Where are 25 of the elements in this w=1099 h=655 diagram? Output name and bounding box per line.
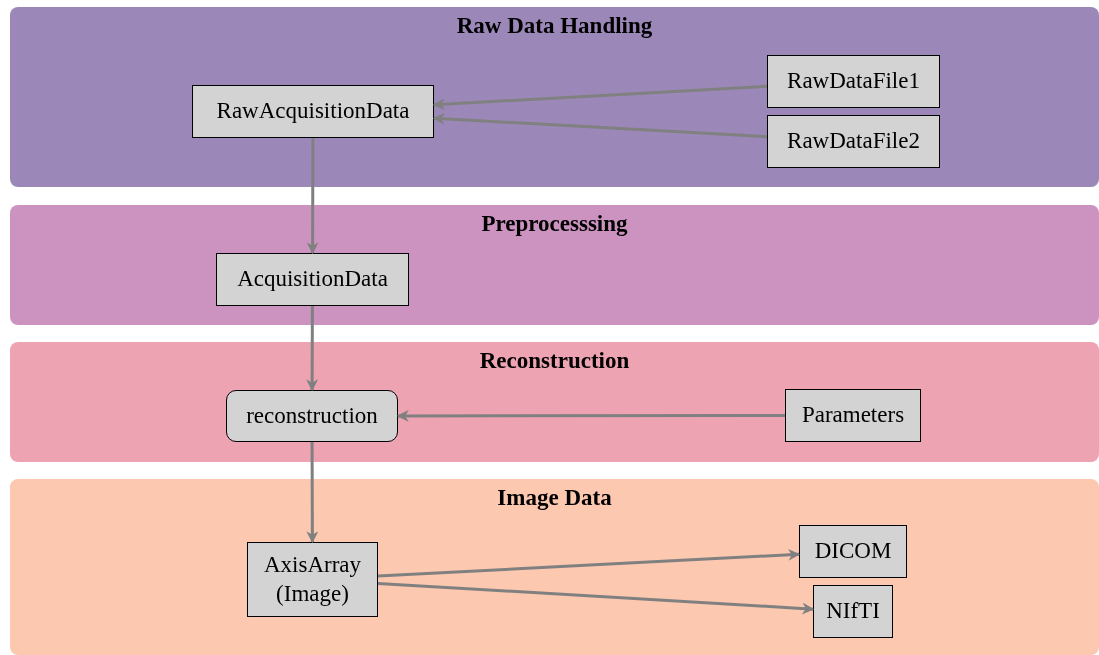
stage-title: Preprocesssing — [480, 211, 629, 237]
data-box: NIfTI — [813, 585, 893, 638]
data-box: DICOM — [799, 525, 907, 578]
arrow — [306, 442, 319, 544]
data-box: AcquisitionData — [216, 253, 409, 306]
stage-band — [10, 7, 1099, 187]
data-box: AxisArray (Image) — [247, 542, 378, 617]
arrow — [432, 112, 768, 139]
arrow — [377, 581, 815, 615]
data-box: RawDataFile1 — [767, 55, 940, 108]
stage-title: Reconstruction — [478, 348, 631, 374]
stage-band — [10, 479, 1099, 655]
stage-title: Image Data — [496, 485, 613, 511]
stage-band — [10, 205, 1099, 325]
data-box: RawDataFile2 — [767, 115, 940, 168]
arrow — [432, 84, 768, 111]
arrow — [396, 409, 785, 422]
arrow — [306, 138, 319, 255]
data-box: RawAcquisitionData — [192, 85, 434, 138]
arrow — [377, 548, 801, 578]
process-box: reconstruction — [226, 390, 398, 442]
stage-title: Raw Data Handling — [455, 13, 654, 39]
arrow — [306, 306, 319, 392]
data-box: Parameters — [785, 389, 921, 442]
stage-band — [10, 342, 1099, 462]
